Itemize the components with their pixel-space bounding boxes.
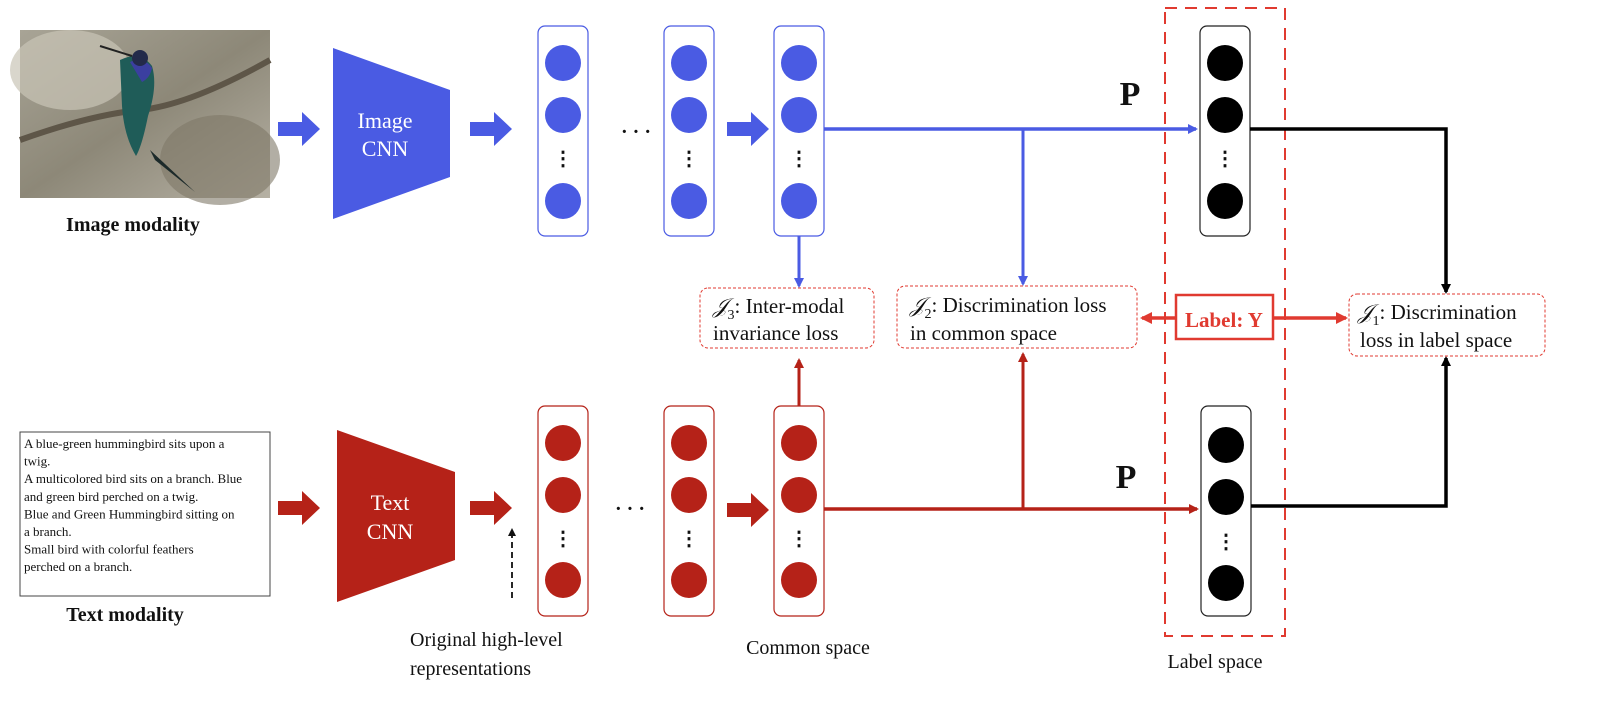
label-space-frame [1164,7,1286,637]
text-input-arrow [278,491,320,525]
text-label-space-column: ⋮ [1200,405,1252,617]
text-cnn-output-arrow [470,491,512,525]
text-modality-caption: Text modality [66,604,184,626]
text-feature-column-2: ⋮ [663,405,715,617]
common-space-label: Common space [746,637,870,659]
image-common-space-column: ⋮ [773,25,825,237]
image-cnn-output-arrow [470,112,512,146]
j3-loss-line1: 𝒥3: Inter-modal [712,294,844,323]
text-description-lines: A blue-green hummingbird sits upon a twig… [24,436,242,574]
image-cnn-label-line2: CNN [362,136,409,161]
j2-loss-box [896,285,1138,349]
vertical-ellipsis: ⋮ [789,148,809,170]
hummingbird-photo [10,30,280,205]
image-feature-column-1: ⋮ [537,25,589,237]
label-space-label: Label space [1168,651,1263,673]
vertical-ellipsis: ⋮ [1216,531,1236,553]
text-cnn-label-line2: CNN [367,519,414,544]
text-to-common-arrow [727,493,769,527]
image-modality-caption: Image modality [66,214,200,236]
image-label-space-column: ⋮ [1199,25,1251,237]
vertical-ellipsis: ⋮ [789,528,809,550]
image-input-arrow [278,112,320,146]
text-label-to-j1-line [1251,356,1451,508]
text-cnn-label-line1: Text [371,490,410,515]
j3-loss-line2: invariance loss [713,321,838,345]
text-common-space-column: ⋮ [773,405,825,617]
text-description-line: Blue and Green Hummingbird sitting on [24,506,235,521]
j2-loss-line2: in common space [910,321,1057,345]
text-projection-label: P [1116,459,1137,496]
text-description-line: Small bird with colorful feathers [24,542,194,557]
vertical-ellipsis: ⋮ [679,148,699,170]
vertical-ellipsis: ⋮ [679,528,699,550]
original-representation-label-line2: representations [410,658,531,680]
vertical-ellipsis: ⋮ [553,528,573,550]
image-cnn-label-line1: Image [358,108,413,133]
text-description-line: A multicolored bird sits on a branch. Bl… [24,471,242,486]
label-y-text: Label: Y [1185,308,1263,332]
j1-loss-box [1348,293,1546,357]
text-description-line: A blue-green hummingbird sits upon a [24,436,225,451]
text-description-line: and green bird perched on a twig. [24,489,198,504]
label-y-box [1174,293,1275,341]
vertical-ellipsis: ⋮ [1215,148,1235,170]
text-description-line: a branch. [24,524,72,539]
text-description-line: perched on a branch. [24,559,132,574]
image-to-common-arrow [727,112,769,146]
image-feature-column-2: ⋮ [663,25,715,237]
text-hidden-ellipsis: · · · [615,498,645,520]
text-cnn-block [337,430,455,602]
j3-loss-box [699,287,875,349]
text-feature-column-1: ⋮ [537,405,589,617]
image-projection-label: P [1120,76,1141,113]
image-cnn-block [333,48,450,219]
vertical-ellipsis: ⋮ [553,148,573,170]
image-hidden-ellipsis: · · · [621,121,651,143]
text-description-line: twig. [24,454,50,469]
text-description-box [19,431,271,597]
original-representation-label-line1: Original high-level [410,629,563,651]
image-label-to-j1-line [1250,127,1451,294]
j1-loss-line2: loss in label space [1360,328,1512,352]
